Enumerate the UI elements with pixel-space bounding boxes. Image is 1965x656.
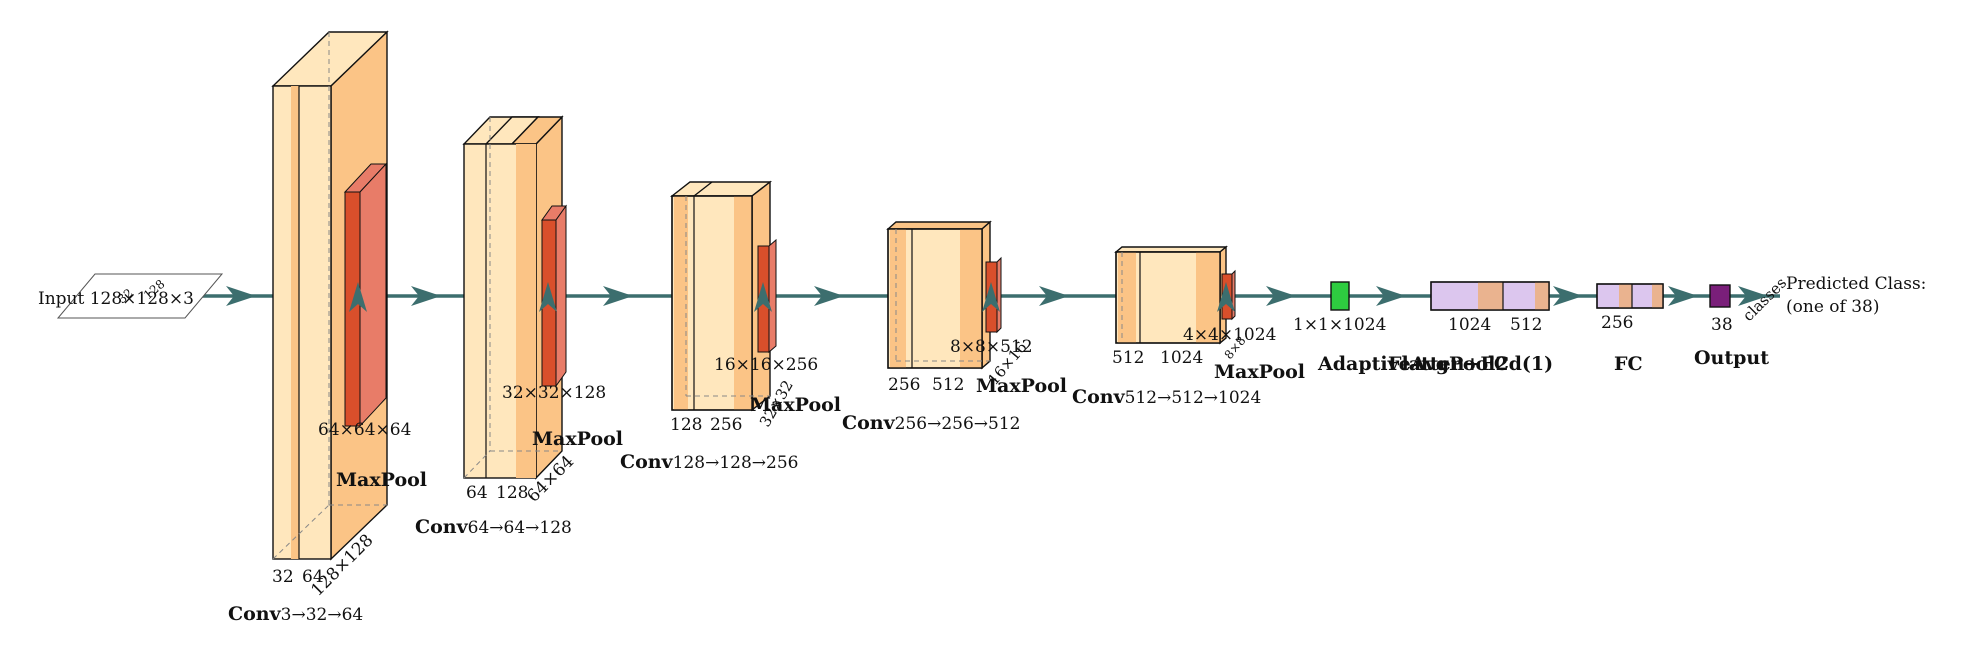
conv-block-2-label: Conv64→64→128: [415, 516, 572, 538]
pool-arrow-3: [754, 282, 772, 312]
conv-block-3-label: Conv128→128→256: [620, 451, 799, 473]
pool-arrow-4: [982, 282, 1000, 312]
conv-block-2-ch2: 128: [496, 483, 528, 503]
maxpool-1-size: 64×64×64: [318, 420, 411, 440]
maxpool-4-side: [996, 256, 1002, 334]
maxpool-4-size: 8×8×512: [950, 337, 1033, 357]
output-dim: 38: [1711, 315, 1733, 335]
prediction-line-2: (one of 38): [1786, 297, 1879, 317]
pool-arrow-5: [1217, 282, 1235, 312]
conv-block-5-label: Conv512→512→1024: [1072, 386, 1261, 408]
maxpool-2-side: [555, 204, 567, 388]
maxpool-5-size: 4×4×1024: [1183, 325, 1276, 345]
conv-block-1-ch1: 32: [272, 567, 294, 587]
conv-block-1-band: [291, 86, 299, 559]
maxpool-1-front: [344, 191, 361, 427]
flow-arrowhead-3: [603, 286, 633, 306]
fc-layer: 256 FC: [1596, 283, 1664, 375]
conv-block-3: 128 256 32×32 Conv128→128→256 16×16×256 …: [620, 180, 841, 473]
conv-block-1-ch2: 64: [302, 567, 324, 587]
pool-arrow-1: [349, 282, 367, 312]
flatten-fc-label: Flatten+FC: [1388, 353, 1509, 375]
output-label: Output: [1694, 347, 1769, 369]
flatten-fc-box: [1430, 281, 1550, 311]
input-plane: [56, 273, 224, 319]
conv-block-3-ch2: 256: [710, 415, 742, 435]
maxpool-2-label: MaxPool: [532, 428, 623, 450]
flow-arrowhead-2: [411, 286, 441, 306]
conv-block-2-ch1: 64: [466, 483, 488, 503]
conv-block-4-ch2: 512: [932, 375, 964, 395]
conv-block-1-front: [272, 85, 332, 560]
flow-arrowhead-10: [1738, 286, 1768, 306]
conv-block-5-ch2: 1024: [1160, 348, 1203, 368]
fc-dim: 256: [1601, 313, 1633, 333]
flow-arrowhead-5: [1039, 286, 1069, 306]
conv-block-4-label: Conv256→256→512: [842, 412, 1021, 434]
flow-arrowhead-9: [1668, 286, 1698, 306]
input-label: Input 128×128×3: [38, 289, 194, 309]
adaptive-pool-label: AdaptiveAvgPool2d(1): [1317, 353, 1553, 375]
adaptive-pool-layer: 1×1×1024 AdaptiveAvgPool2d(1): [1293, 281, 1553, 375]
pool-arrow-2: [539, 282, 557, 312]
flow-arrowhead-4: [814, 286, 844, 306]
adaptive-pool-box: [1330, 281, 1350, 311]
flow-arrowhead-6: [1266, 286, 1296, 306]
conv-block-4-ch1: 256: [888, 375, 920, 395]
fc-box: [1596, 283, 1664, 309]
conv-block-5-ch1: 512: [1112, 348, 1144, 368]
output-box: [1709, 284, 1731, 308]
adaptive-pool-size: 1×1×1024: [1293, 315, 1386, 335]
maxpool-3-label: MaxPool: [750, 394, 841, 416]
maxpool-5-label: MaxPool: [1214, 361, 1305, 383]
flatten-fc-dim-2: 512: [1510, 315, 1542, 335]
conv-block-5: 512 1024 8×8 Conv512→512→1024 4×4×1024 M…: [1072, 245, 1305, 408]
prediction-line-1: Predicted Class:: [1786, 274, 1926, 294]
flow-arrows: [226, 282, 1768, 312]
maxpool-3-side: [768, 238, 777, 354]
conv-block-1: 32 64 128×128 Conv3→32→64 64×64×64 MaxPo…: [228, 30, 427, 625]
input-layer: 32 128 Input 128×128×3: [38, 273, 224, 319]
conv-block-4: 256 512 16×16 Conv256→256→512 8×8×512 Ma…: [842, 220, 1067, 434]
flow-arrowhead-8: [1553, 286, 1583, 306]
conv-block-2: 64 128 64×64 Conv64→64→128 32×32×128 Max…: [415, 115, 623, 538]
maxpool-4-label: MaxPool: [976, 375, 1067, 397]
flatten-fc-layer: 1024 512 Flatten+FC: [1388, 281, 1550, 375]
maxpool-2-size: 32×32×128: [502, 383, 606, 403]
maxpool-1-side: [359, 162, 387, 428]
fc-label: FC: [1614, 353, 1643, 375]
flow-arrowhead-7: [1376, 286, 1406, 306]
conv-block-3-ch1: 128: [670, 415, 702, 435]
maxpool-3-size: 16×16×256: [714, 355, 818, 375]
flatten-fc-dim-1: 1024: [1448, 315, 1491, 335]
maxpool-1-label: MaxPool: [336, 469, 427, 491]
flow-arrowhead-1: [226, 286, 256, 306]
conv-block-1-label: Conv3→32→64: [228, 603, 363, 625]
